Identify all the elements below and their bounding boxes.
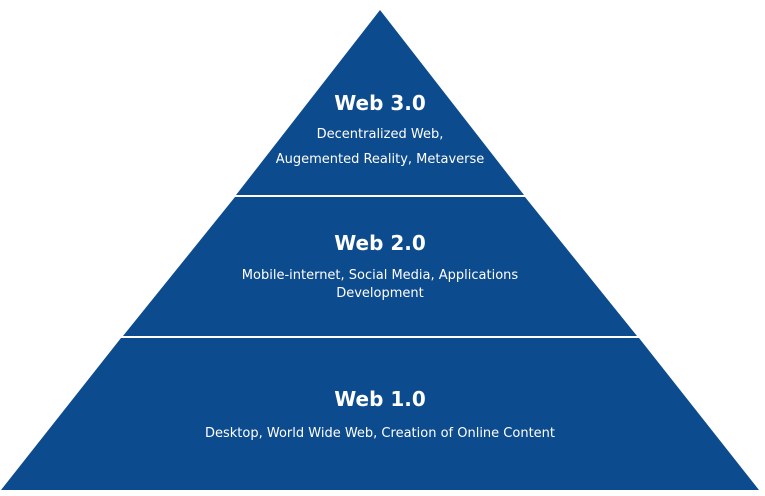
- tier-web-3-desc-line-1: Decentralized Web,: [317, 127, 444, 142]
- tier-web-3-title: Web 3.0: [334, 91, 426, 115]
- tier-web-2-desc-line-2: Development: [336, 286, 424, 301]
- tier-web-2: Web 2.0 Mobile-internet, Social Media, A…: [123, 197, 637, 336]
- tier-web-1-desc-line-1: Desktop, World Wide Web, Creation of Onl…: [205, 426, 555, 441]
- tier-web-2-title: Web 2.0: [334, 231, 426, 255]
- tier-web-2-shape: [123, 197, 637, 336]
- tier-web-1-title: Web 1.0: [334, 387, 426, 411]
- tier-web-3: Web 3.0 Decentralized Web, Augemented Re…: [236, 10, 524, 195]
- tier-web-3-desc-line-2: Augemented Reality, Metaverse: [276, 152, 485, 167]
- tier-web-3-shape: [236, 10, 524, 195]
- tier-web-2-desc-line-1: Mobile-internet, Social Media, Applicati…: [242, 268, 519, 283]
- tier-web-1: Web 1.0 Desktop, World Wide Web, Creatio…: [1, 338, 759, 490]
- tier-web-1-shape: [1, 338, 759, 490]
